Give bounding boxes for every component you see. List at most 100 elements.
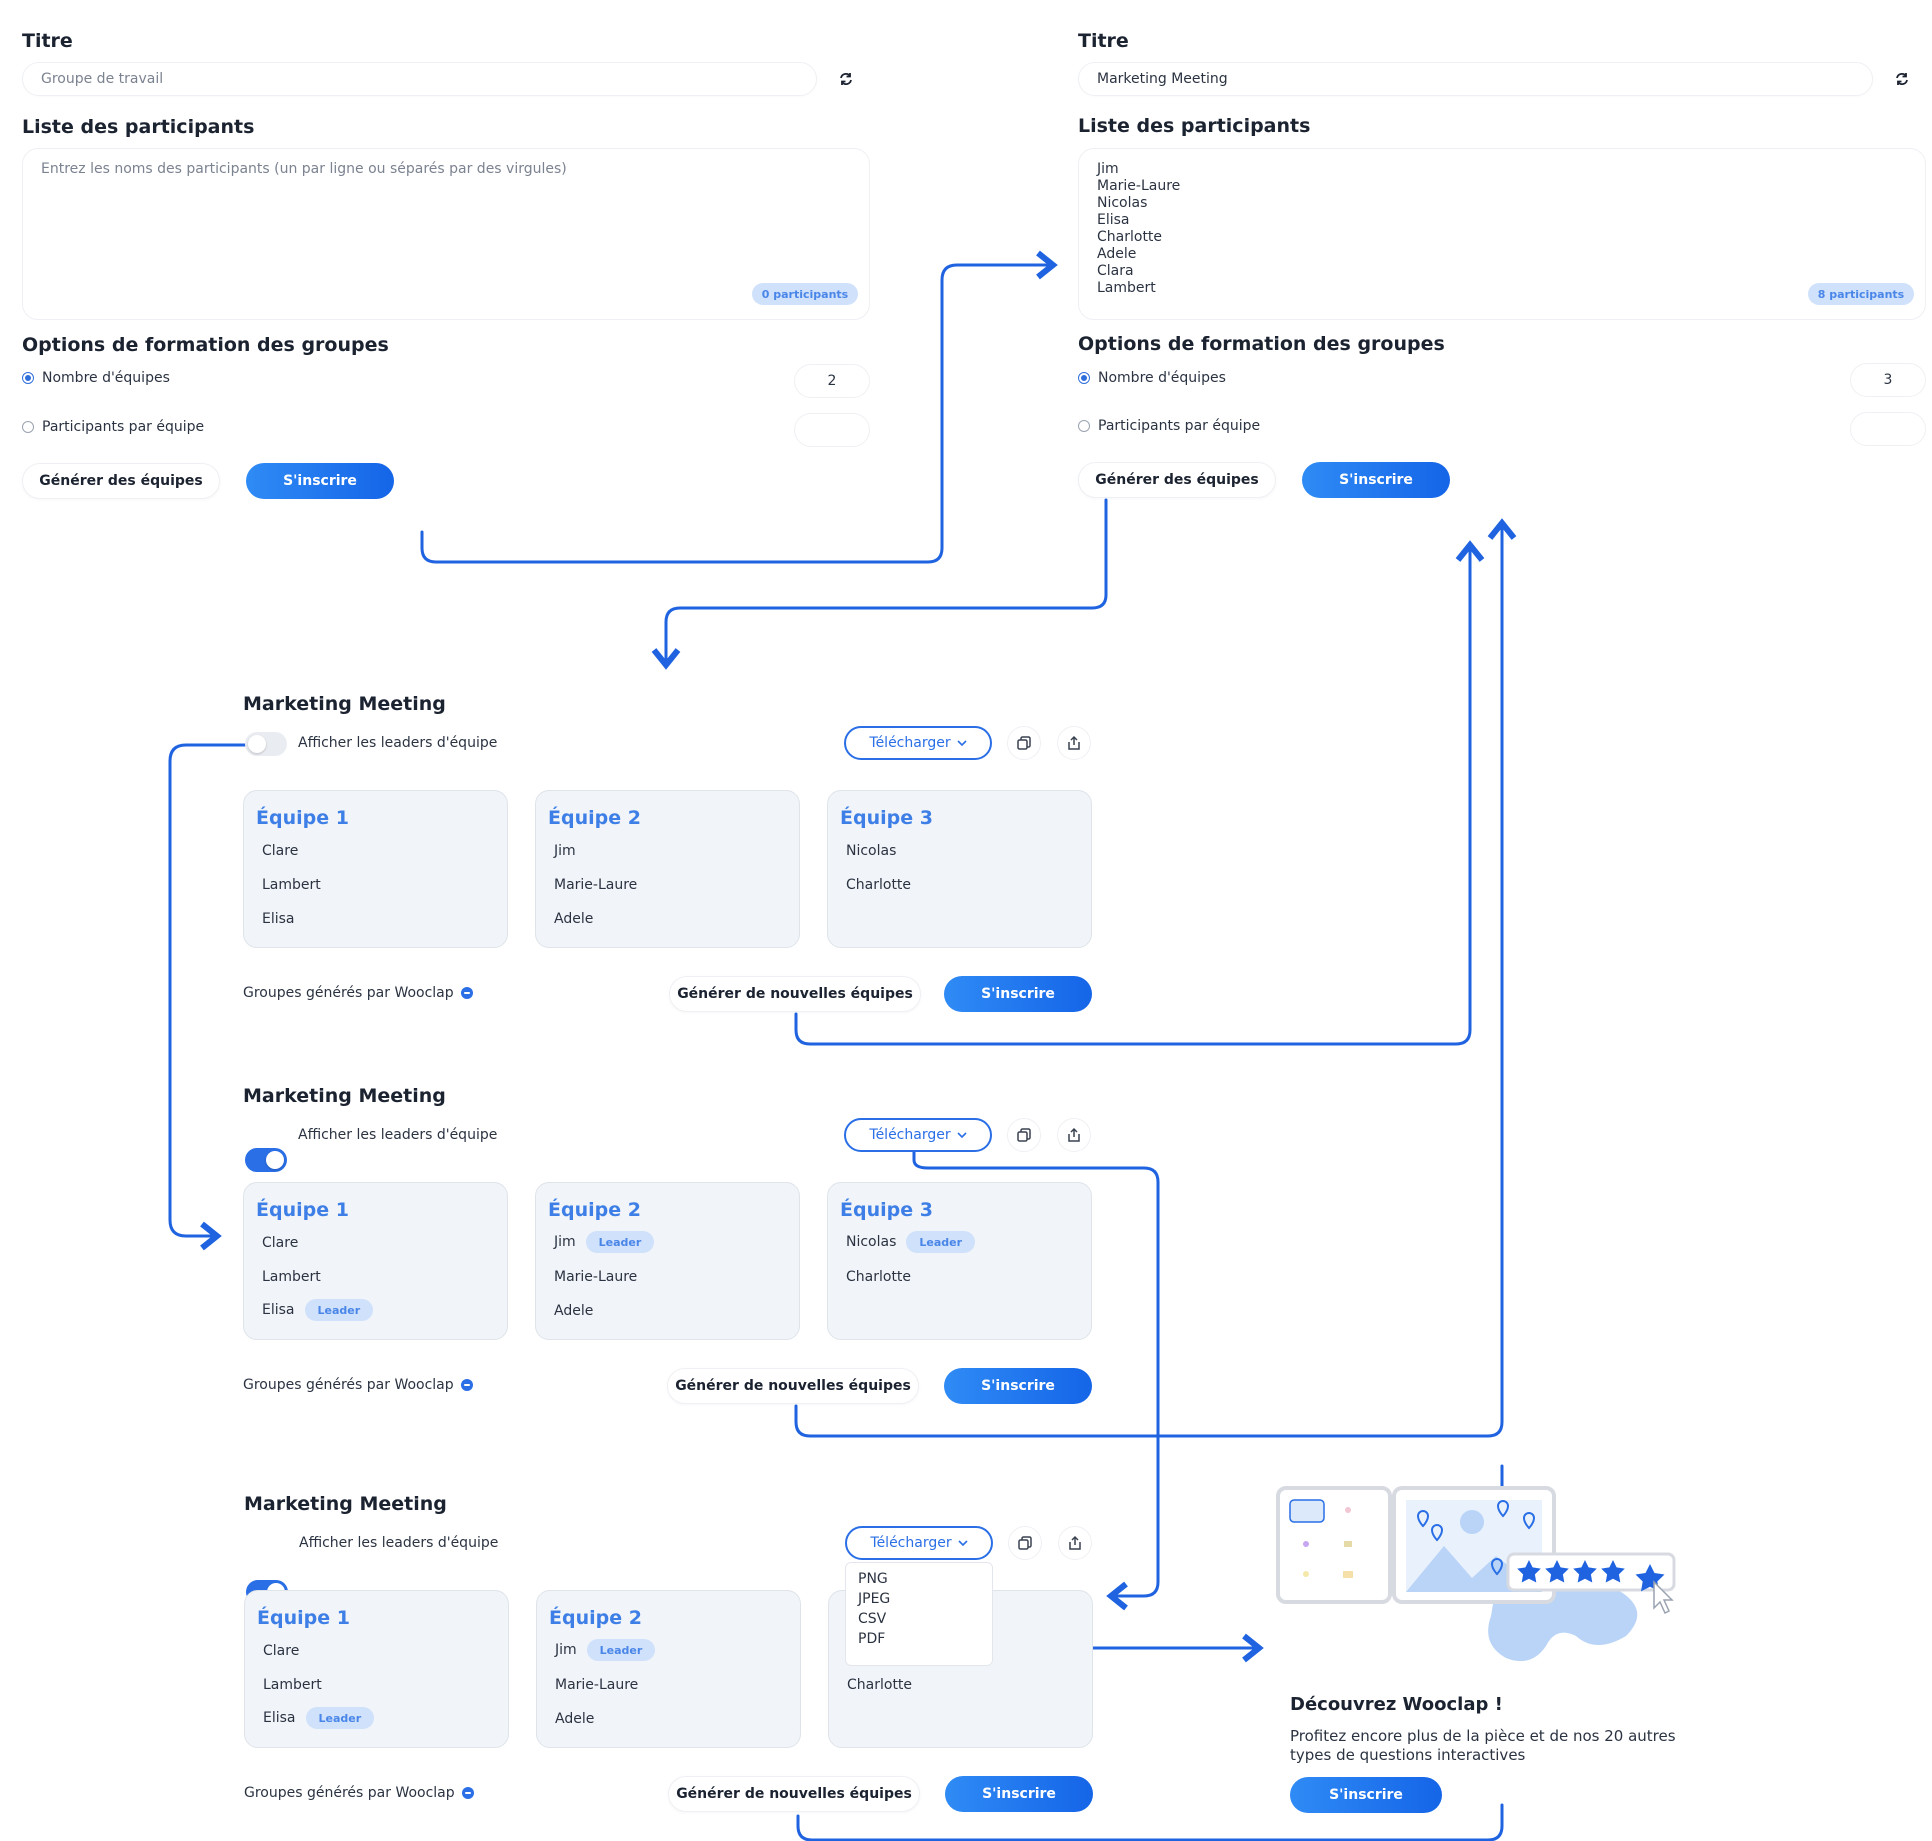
option-number-of-teams[interactable]: Nombre d'équipes [1078,370,1226,386]
team-member: Marie-Laure [555,1677,639,1693]
team-member: Lambert [262,877,321,893]
team-member: Clare [262,843,299,859]
result-panel-2: Marketing Meeting Afficher les leaders d… [0,24,1932,1404]
wooclap-logo-icon [460,1379,473,1391]
refresh-icon[interactable] [1893,70,1911,88]
result-title: Marketing Meeting [244,1493,447,1515]
regenerate-teams-button[interactable]: Générer de nouvelles équipes [668,1776,920,1812]
title-input[interactable]: Groupe de travail [22,62,817,96]
leader-badge: Leader [586,1639,656,1661]
teams-count-input[interactable]: 3 [1850,363,1926,397]
team-name: Équipe 2 [548,1199,641,1221]
teams-count-input[interactable]: 2 [794,364,870,398]
participant-line: Clara [1097,263,1134,279]
leaders-toggle-label: Afficher les leaders d'équipe [298,735,498,751]
signup-button[interactable]: S'inscrire [246,463,394,499]
download-dropdown[interactable]: Télécharger [845,1526,993,1560]
copy-icon[interactable] [1007,726,1041,760]
result-title: Marketing Meeting [243,693,446,715]
chevron-down-icon [957,735,967,751]
regenerate-teams-button[interactable]: Générer de nouvelles équipes [667,1368,919,1404]
download-label: Télécharger [869,735,951,751]
leader-badge: Leader [304,1299,374,1321]
team-member: Nicolas [846,843,897,859]
download-format-menu: PNG JPEG CSV PDF [845,1562,993,1666]
signup-button[interactable]: S'inscrire [1302,462,1450,498]
option-participants-per-team[interactable]: Participants par équipe [1078,418,1260,434]
participants-label: Liste des participants [1078,115,1311,137]
copy-icon[interactable] [1008,1526,1042,1560]
signup-button[interactable]: S'inscrire [945,1776,1093,1812]
participant-line: Marie-Laure [1097,178,1181,194]
radio-unselected-icon[interactable] [22,421,34,433]
participants-textarea[interactable]: Entrez les noms des participants (un par… [22,148,870,320]
participant-line: Elisa [1097,212,1130,228]
promo-signup-button[interactable]: S'inscrire [1290,1777,1442,1813]
participants-label: Liste des participants [22,116,255,138]
team-member: Jim [554,843,576,859]
download-dropdown[interactable]: Télécharger [844,1118,992,1152]
share-icon[interactable] [1057,726,1091,760]
generated-by-footer: Groupes générés par Wooclap [243,985,473,1001]
regenerate-teams-button[interactable]: Générer de nouvelles équipes [669,976,921,1012]
leaders-toggle[interactable] [245,732,287,756]
participants-textarea[interactable]: Jim Marie-Laure Nicolas Elisa Charlotte … [1078,148,1926,320]
promo-title: Découvrez Wooclap ! [1290,1694,1503,1715]
team-member: Clare [263,1643,300,1659]
per-team-count-input[interactable] [794,413,870,447]
signup-button[interactable]: S'inscrire [944,1368,1092,1404]
options-label: Options de formation des groupes [22,334,389,356]
participant-count-badge: 0 participants [752,283,858,305]
participant-count-badge: 8 participants [1808,283,1914,305]
leader-badge: Leader [585,1231,655,1253]
leaders-toggle-label: Afficher les leaders d'équipe [298,1127,498,1143]
refresh-icon[interactable] [837,70,855,88]
leader-badge: Leader [305,1707,375,1729]
participants-placeholder: Entrez les noms des participants (un par… [41,161,567,177]
result-title: Marketing Meeting [243,1085,446,1107]
generate-teams-button[interactable]: Générer des équipes [1078,462,1276,498]
menu-item-jpeg[interactable]: JPEG [858,1591,891,1607]
team-member: Clare [262,1235,299,1251]
option-per-team-label: Participants par équipe [42,419,205,435]
option-participants-per-team[interactable]: Participants par équipe [22,419,204,435]
options-label: Options de formation des groupes [1078,333,1445,355]
result-panel-3: Marketing Meeting Afficher les leaders d… [0,48,1932,1812]
generated-by-footer: Groupes générés par Wooclap [243,1377,473,1393]
wooclap-logo-icon [461,1787,474,1799]
title-input[interactable]: Marketing Meeting [1078,62,1873,96]
participant-line: Nicolas [1097,195,1148,211]
team-member: Lambert [263,1677,322,1693]
radio-selected-icon[interactable] [1078,372,1090,384]
participant-line: Lambert [1097,280,1156,296]
team-member: Lambert [262,1269,321,1285]
download-label: Télécharger [869,1127,951,1143]
menu-item-csv[interactable]: CSV [858,1611,887,1627]
team-name: Équipe 1 [256,807,349,829]
leaders-toggle[interactable] [245,1148,287,1172]
participant-line: Charlotte [1097,229,1163,245]
share-icon[interactable] [1058,1526,1092,1560]
chevron-down-icon [958,1535,968,1551]
download-dropdown[interactable]: Télécharger [844,726,992,760]
team-card-2: Équipe 2 Jim Marie-Laure Adele [535,790,800,948]
team-member: Adele [554,1303,594,1319]
copy-icon[interactable] [1007,1118,1041,1152]
generate-teams-button[interactable]: Générer des équipes [22,463,220,499]
menu-item-pdf[interactable]: PDF [858,1631,886,1647]
radio-unselected-icon[interactable] [1078,420,1090,432]
title-label: Titre [22,30,73,52]
per-team-count-input[interactable] [1850,412,1926,446]
radio-selected-icon[interactable] [22,372,34,384]
share-icon[interactable] [1057,1118,1091,1152]
option-number-of-teams[interactable]: Nombre d'équipes [22,370,170,386]
signup-button[interactable]: S'inscrire [944,976,1092,1012]
menu-item-png[interactable]: PNG [858,1571,888,1587]
team-member: Charlotte [846,1269,912,1285]
team-card-3: Équipe 3 Nicolas Charlotte [827,790,1092,948]
